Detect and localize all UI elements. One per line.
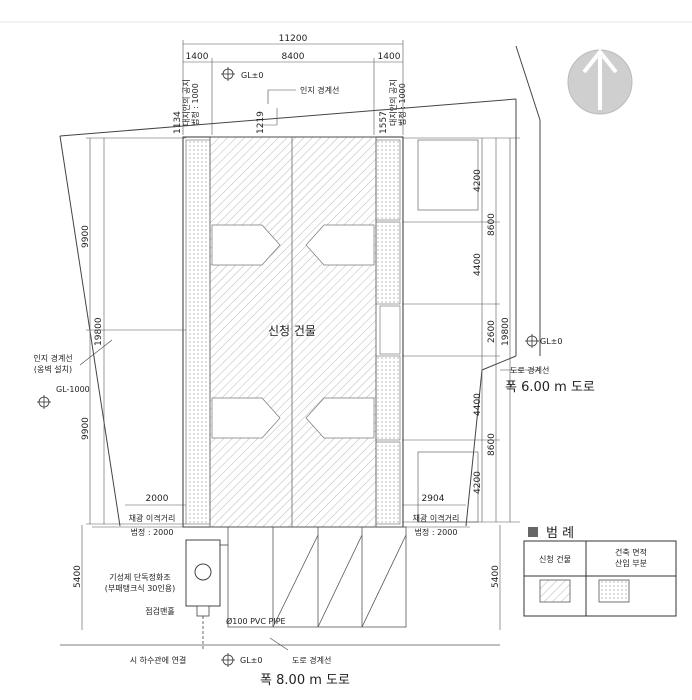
top-dimension-lines: [182, 40, 404, 135]
dim-bottom-right-2904: 2904: [422, 494, 445, 504]
right-dimension-lines: [402, 137, 520, 523]
level-marker-icon: [37, 67, 539, 667]
building: [182, 136, 404, 528]
left-dimension-lines: [86, 137, 186, 525]
dim-left-9900-bottom: 9900: [81, 417, 91, 440]
legend-col2-a: 건축 면적: [615, 547, 647, 557]
road-right-label: 폭 6.00 m 도로: [505, 380, 595, 395]
dim-1134: 1134: [173, 111, 183, 134]
dim-right-setback: 1400: [378, 52, 401, 62]
daylight-right-label-b: 법정 : 2000: [415, 527, 458, 537]
legend-col2-b: 산입 부분: [615, 558, 647, 568]
dim-right-4200-top: 4200: [473, 169, 483, 192]
septic-label-a: 기성제 단독정화조: [109, 572, 170, 582]
dim-left-19800: 19800: [94, 317, 104, 346]
gl-top-label: GL±0: [241, 71, 263, 80]
dim-center-width: 8400: [282, 52, 305, 62]
building-label: 신청 건물: [268, 324, 316, 338]
pipe-label: Ø100 PVC PIPE: [226, 616, 286, 626]
dim-right-2600: 2600: [487, 320, 497, 343]
septic-label-b: (부패탱크식 30인용): [105, 583, 175, 593]
septic-tank: [185, 539, 228, 650]
parking-area: [227, 526, 407, 628]
setback-right-label-b: 법정 : 1000: [397, 83, 407, 126]
north-arrow-icon: [567, 48, 633, 115]
daylight-left-label-a: 채광 이격거리: [129, 513, 176, 523]
road-boundary-right-label: 도로 경계선: [510, 365, 549, 375]
sewer-label: 시 하수관에 연결: [130, 655, 187, 665]
adjacent-boundary-left-label-a: 인지 경계선: [33, 353, 72, 363]
dim-right-8600-bottom: 8600: [487, 433, 497, 456]
dim-right-4400-top: 4400: [473, 253, 483, 276]
dim-bottom-5400-right: 5400: [491, 565, 501, 588]
setback-left-label-a: 대지안의 공지: [181, 79, 191, 126]
dim-left-setback: 1400: [186, 52, 209, 62]
adjacent-boundary-top-label: 인지 경계선: [300, 85, 339, 95]
road-boundary-bottom-label: 도로 경계선: [292, 655, 331, 665]
inspection-label: 점검맨홀: [145, 606, 174, 616]
gl-left-label: GL-1000: [56, 385, 90, 394]
legend-title: 범 례: [546, 526, 574, 541]
legend-col1: 신청 건물: [539, 554, 571, 564]
dim-bottom-left-2000: 2000: [146, 494, 169, 504]
setback-right-label-a: 대지안의 공지: [388, 79, 398, 126]
road-bottom-label: 폭 8.00 m 도로: [260, 673, 350, 688]
daylight-left-label-b: 법정 : 2000: [131, 527, 174, 537]
dim-1557: 1557: [379, 111, 389, 134]
adjacent-boundary-left-label-b: (옹벽 설치): [34, 364, 72, 374]
dim-right-8600-top: 8600: [487, 213, 497, 236]
dim-right-19800: 19800: [501, 317, 511, 346]
dim-bottom-5400-left: 5400: [73, 565, 83, 588]
legend: [523, 527, 677, 617]
leader-lines: [79, 89, 540, 651]
dim-total-width: 11200: [279, 34, 308, 44]
gl-right-label: GL±0: [540, 337, 562, 346]
gl-bottom-label: GL±0: [240, 656, 262, 665]
legend-swatch-icon: [528, 527, 538, 537]
daylight-right-label-a: 채광 이격거리: [413, 513, 460, 523]
right-zone-outlines: [417, 139, 479, 523]
dim-left-9900-top: 9900: [81, 225, 91, 248]
dim-right-4200-bottom: 4200: [473, 471, 483, 494]
dim-right-4400-bottom: 4400: [473, 393, 483, 416]
setback-left-label-b: 법정 : 1000: [190, 83, 200, 126]
dim-1219: 1219: [256, 111, 266, 134]
